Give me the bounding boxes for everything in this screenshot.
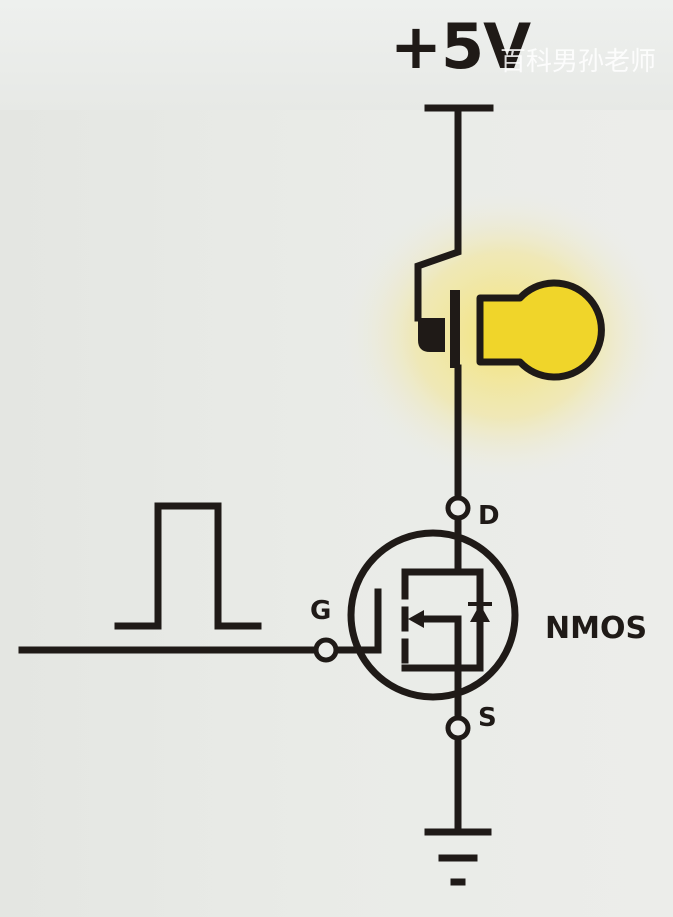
- drain-pin-label: D: [478, 501, 500, 531]
- source-terminal: [445, 715, 471, 741]
- watermark-text: 百科男孙老师: [500, 47, 657, 77]
- wire-supply-lamp: [414, 104, 462, 322]
- mosfet-type-label: NMOS: [545, 611, 648, 646]
- body-diode-triangle: [470, 604, 490, 622]
- supply-voltage-label: +5V: [390, 10, 531, 83]
- body-connect: [416, 615, 462, 672]
- top-band: [0, 0, 673, 110]
- lamp-bulb: [476, 279, 605, 381]
- gate-pin-label: G: [310, 596, 332, 626]
- body-arrow: [408, 610, 424, 628]
- drain-terminal: [445, 495, 471, 521]
- mosfet-body: [347, 529, 519, 701]
- gate-terminal: [313, 637, 339, 663]
- lamp-stem: [450, 290, 460, 368]
- pulse-waveform: [114, 502, 262, 630]
- lamp-contact: [418, 318, 445, 352]
- source-pin-label: S: [478, 703, 497, 733]
- lamp-symbol: [418, 279, 605, 381]
